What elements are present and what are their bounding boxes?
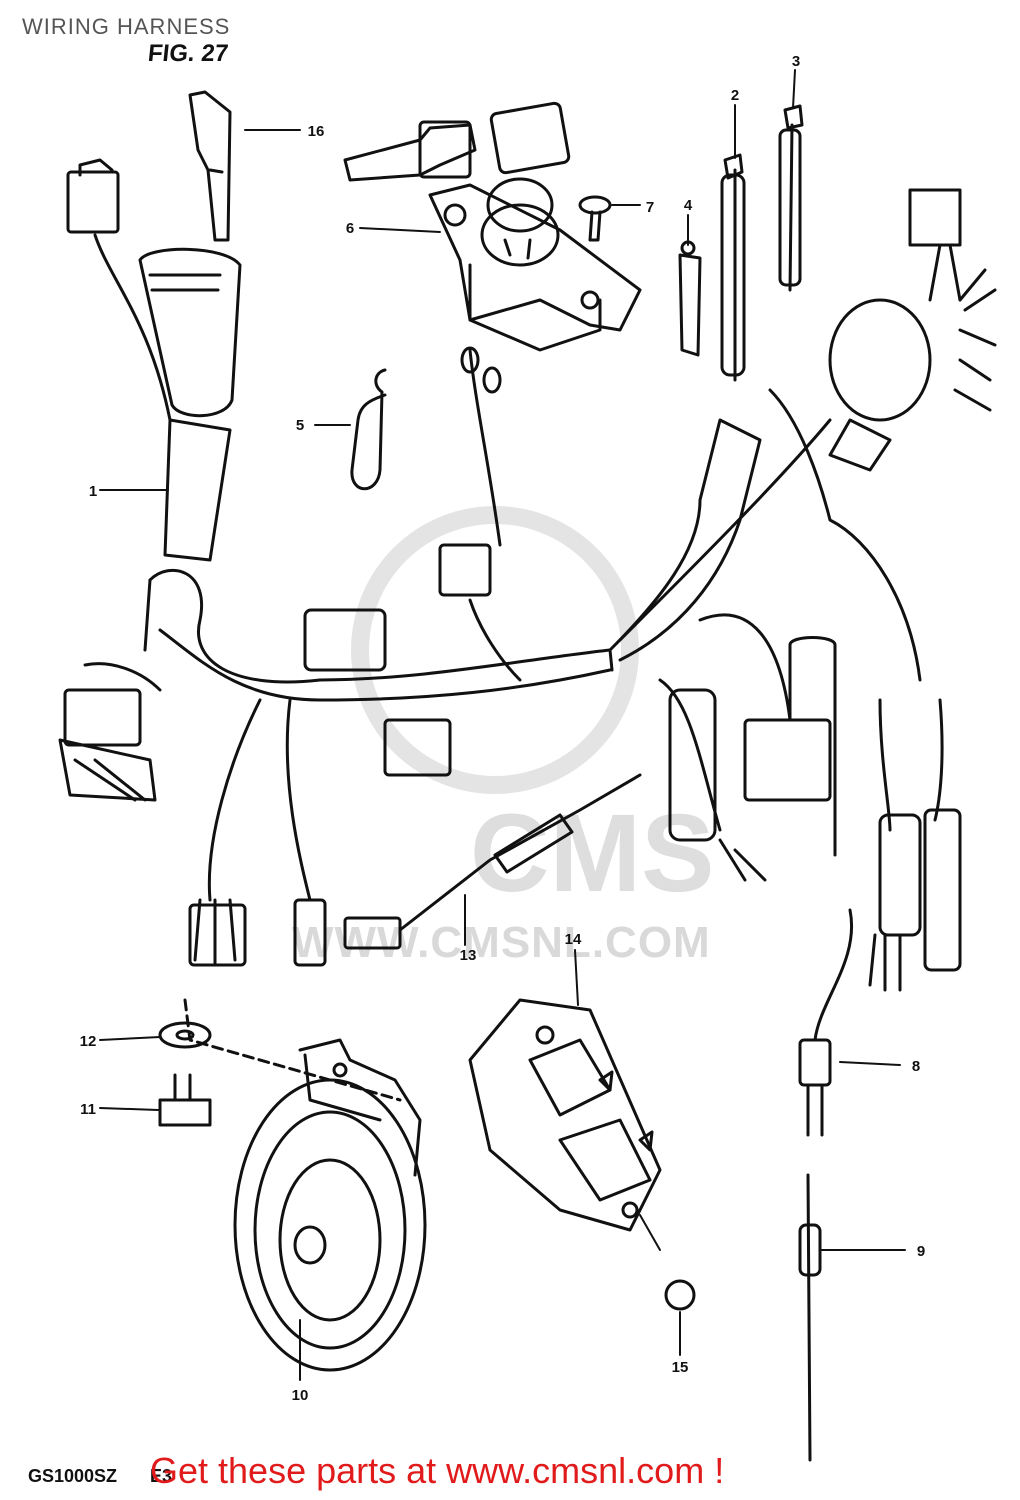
part-5-clip xyxy=(350,368,387,491)
model-code: GS1000SZ xyxy=(28,1466,118,1486)
callout-5: 5 xyxy=(296,417,304,434)
callout-16: 16 xyxy=(308,123,325,140)
callout-8: 8 xyxy=(912,1058,920,1075)
callout-13: 13 xyxy=(460,947,477,964)
part-8-switch xyxy=(798,908,853,1137)
watermark-logo: CMS xyxy=(470,792,715,915)
part-13-lead-wire xyxy=(343,773,642,950)
part-15-bolt xyxy=(664,1279,696,1311)
callout-3: 3 xyxy=(792,53,800,70)
part-11-12-nut-washer xyxy=(158,998,402,1127)
leader-lines xyxy=(99,69,906,1381)
callout-14: 14 xyxy=(565,931,582,948)
footer-link-text[interactable]: Get these parts at www.cmsnl.com ! xyxy=(150,1450,725,1491)
callout-6: 6 xyxy=(346,220,354,237)
callout-12: 12 xyxy=(80,1033,97,1050)
part-16-key-blank xyxy=(188,90,232,242)
part-3-fuse-lead xyxy=(778,104,804,292)
part-2-resistor xyxy=(720,153,746,382)
part-9-pin xyxy=(798,1173,822,1462)
callout-7: 7 xyxy=(646,199,654,216)
part-14-regulator xyxy=(468,998,662,1232)
part-4-sleeve xyxy=(678,240,702,357)
part-1-main-harness xyxy=(58,158,997,992)
callout-9: 9 xyxy=(917,1243,925,1260)
watermark-url: WWW.CMSNL.COM xyxy=(292,918,711,967)
model-suffix: E3 xyxy=(150,1466,173,1486)
callout-11: 11 xyxy=(80,1101,96,1118)
callout-4: 4 xyxy=(684,197,693,214)
part-10-horn xyxy=(233,1038,427,1372)
page-title: WIRING HARNESS xyxy=(22,14,231,39)
part-6-ignition-switch xyxy=(343,101,642,352)
part-7-screw xyxy=(578,195,612,242)
callout-10: 10 xyxy=(292,1387,309,1404)
callout-15: 15 xyxy=(672,1359,689,1376)
callout-2: 2 xyxy=(731,87,739,104)
callout-1: 1 xyxy=(89,483,97,500)
